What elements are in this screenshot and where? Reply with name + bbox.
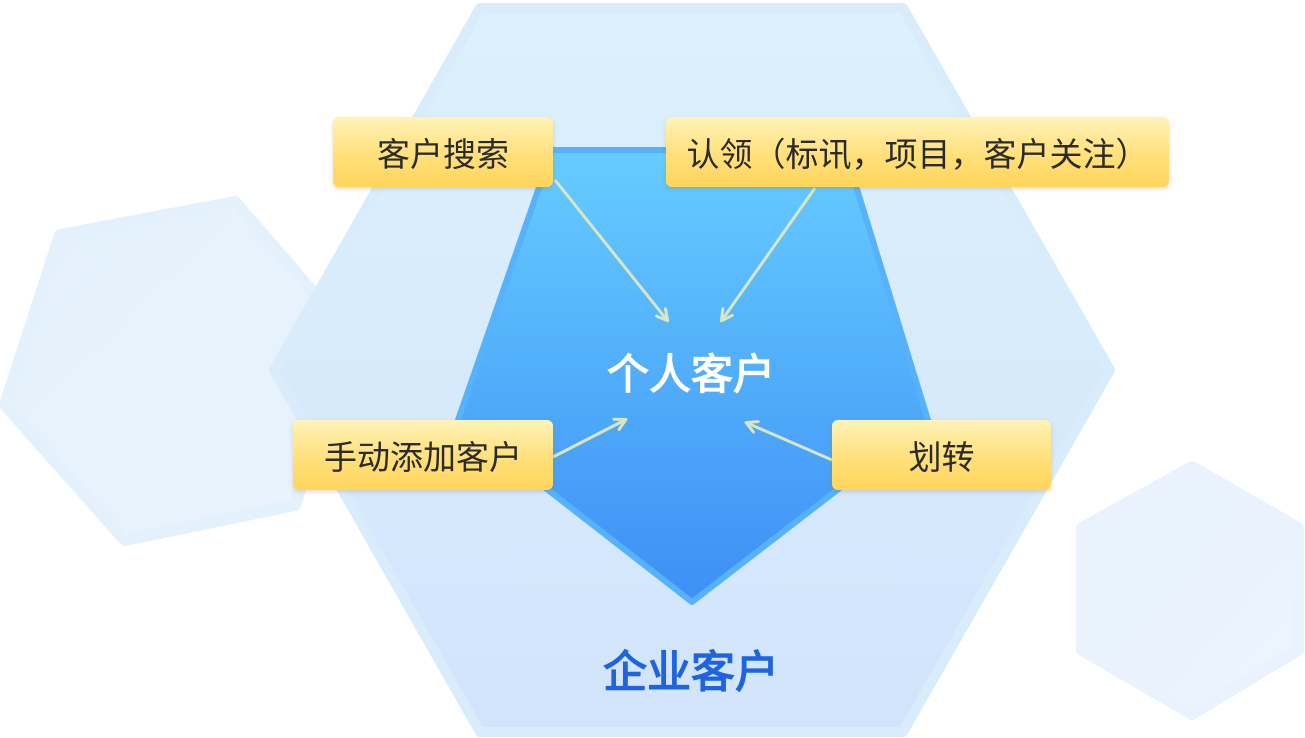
source-label: 认领（标讯，项目，客户关注） — [686, 135, 1149, 174]
source-box-transfer: 划转 — [832, 420, 1051, 490]
arrow-from-transfer — [747, 423, 833, 462]
source-box-claim: 认领（标讯，项目，客户关注） — [666, 117, 1169, 187]
source-box-manual-add: 手动添加客户 — [293, 420, 553, 490]
personal-customer-label: 个人客户 — [606, 350, 775, 399]
decorative-hexagon-left — [0, 196, 356, 546]
source-label: 手动添加客户 — [324, 438, 522, 477]
arrow-from-search — [553, 179, 667, 320]
enterprise-customer-label: 企业客户 — [603, 647, 779, 698]
decorative-hexagon-right — [1076, 461, 1304, 720]
arrow-from-claim — [722, 187, 817, 320]
source-box-customer-search: 客户搜索 — [333, 117, 553, 187]
source-label: 划转 — [908, 438, 975, 477]
source-label: 客户搜索 — [377, 135, 509, 174]
arrow-from-manual — [552, 420, 625, 459]
